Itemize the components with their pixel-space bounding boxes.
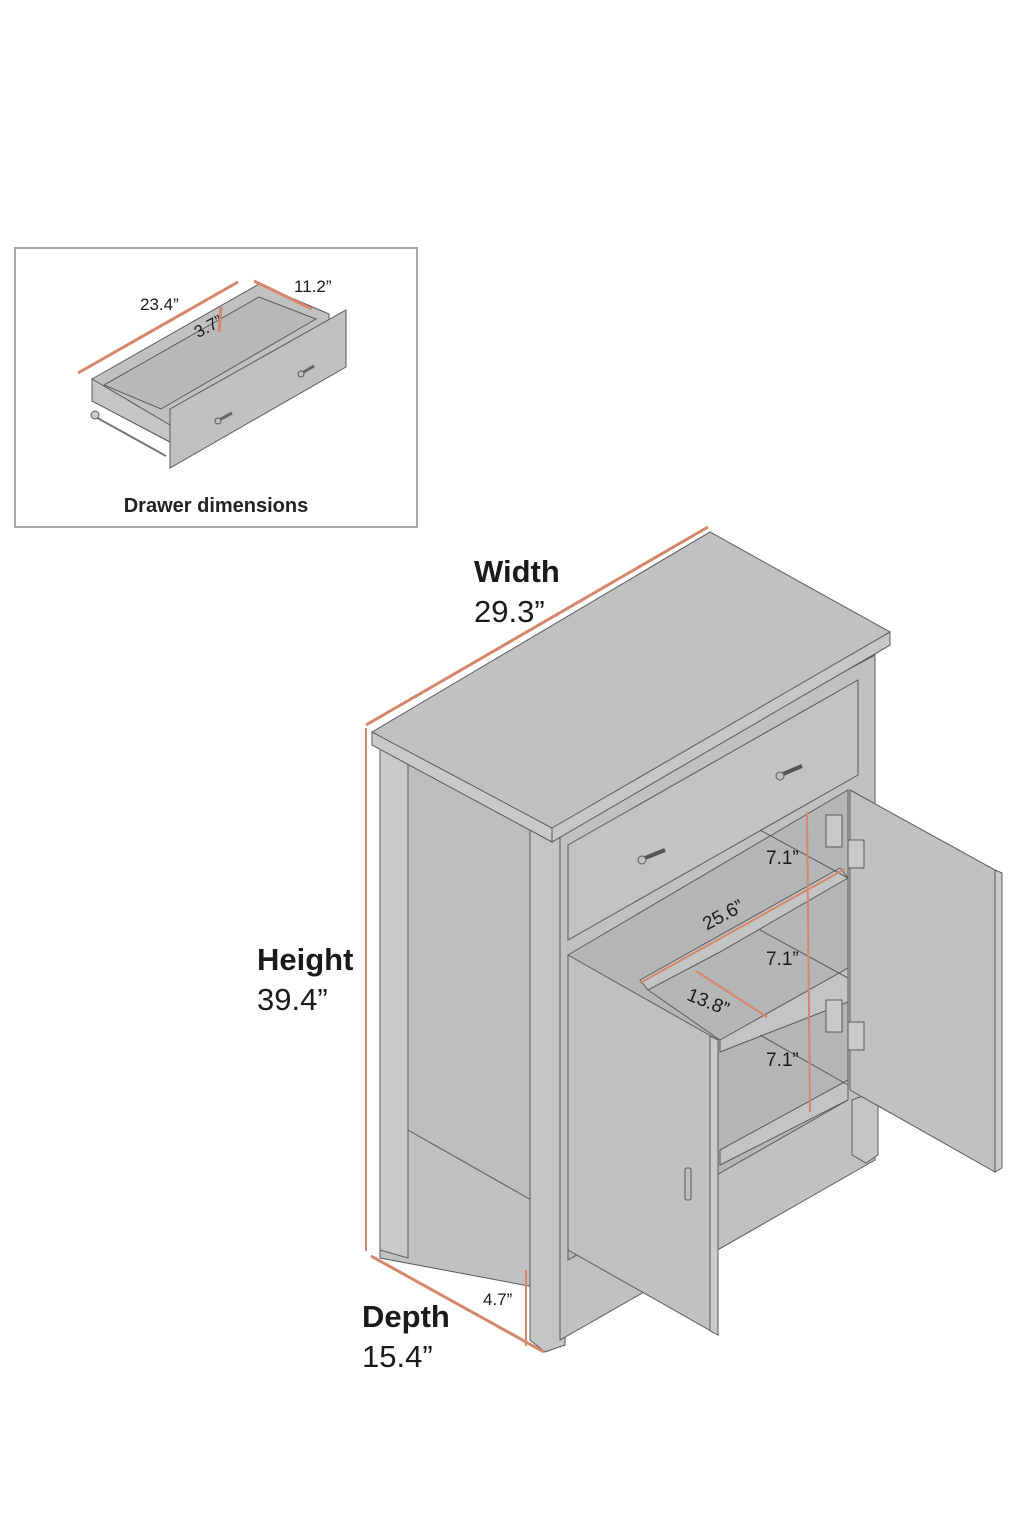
height-title: Height	[257, 942, 354, 977]
shelf-height-label-1: 7.1”	[766, 848, 799, 869]
drawer-dimensions-inset: 23.4” 11.2” 3.7” Drawer dimensions	[14, 247, 418, 528]
drawer-illustration	[77, 279, 347, 469]
shelf-height-line	[806, 811, 811, 1113]
width-title: Width	[474, 554, 560, 589]
interior-width-label: 25.6”	[699, 896, 748, 935]
depth-value: 15.4”	[362, 1339, 433, 1374]
interior-depth-label: 13.8”	[683, 984, 732, 1021]
interior-width-line	[639, 868, 846, 984]
drawer-width-label: 11.2”	[294, 277, 332, 296]
width-value: 29.3”	[474, 594, 545, 629]
height-value: 39.4”	[257, 982, 328, 1017]
drawer-length-label: 23.4”	[140, 295, 179, 314]
inset-caption: Drawer dimensions	[123, 495, 309, 517]
shelf-height-label-3: 7.1”	[766, 1050, 799, 1071]
shelf-height-label-2: 7.1”	[766, 949, 799, 970]
leg-clearance-label: 4.7”	[483, 1290, 513, 1309]
depth-title: Depth	[362, 1299, 450, 1334]
